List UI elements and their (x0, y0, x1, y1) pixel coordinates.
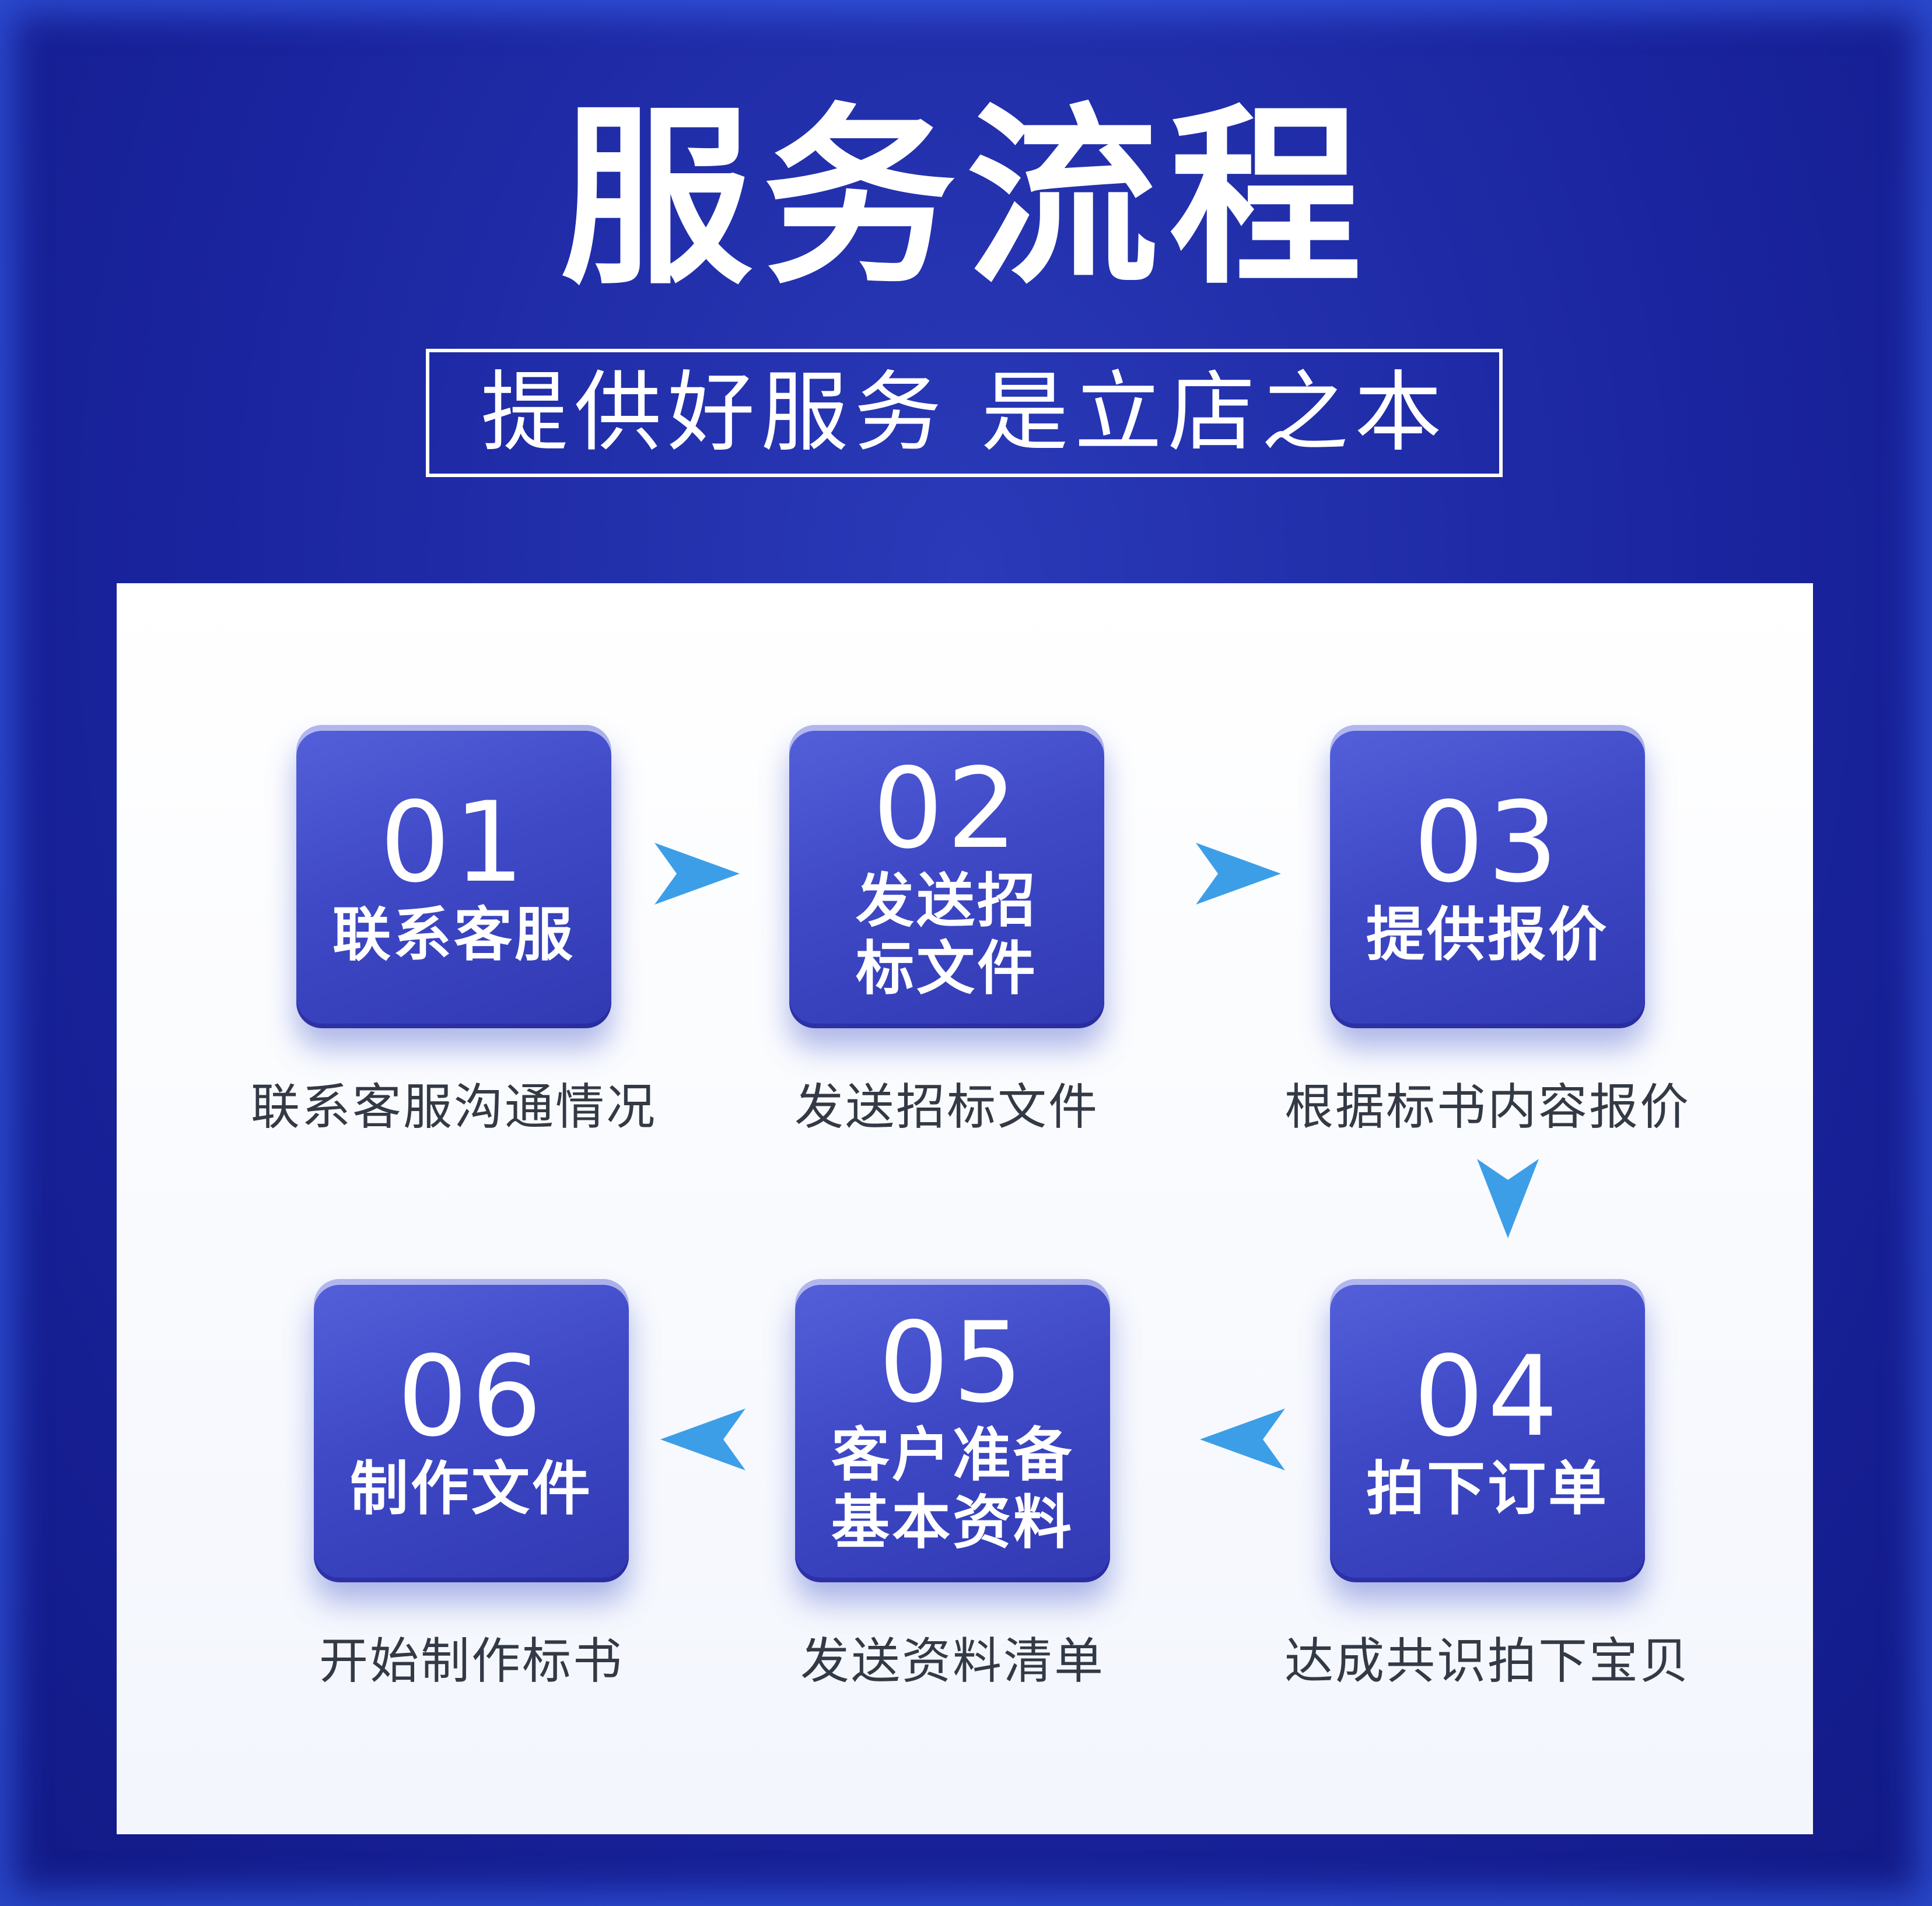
step-description: 发送资料清单 (800, 1632, 1105, 1690)
step-label: 提供报价 (1366, 901, 1609, 969)
step-description: 根据标书内容报价 (1284, 1078, 1690, 1136)
arrow-right-icon (1196, 843, 1281, 905)
page-title: 服务流程 (560, 86, 1372, 310)
process-panel: 01 联系客服 联系客服沟通情况 02 发送招 标文件 发送招标文件 03 提供… (117, 583, 1813, 1834)
step-number: 02 (873, 744, 1021, 873)
step-card-06: 06 制作文件 (314, 1279, 629, 1582)
step-label: 联系客服 (332, 901, 575, 969)
step-number: 05 (878, 1298, 1027, 1427)
arrow-right-icon (654, 843, 740, 905)
step-card-04: 04 拍下订单 (1330, 1279, 1645, 1582)
step-card-01: 01 联系客服 (296, 725, 611, 1028)
step-label: 发送招 标文件 (856, 867, 1038, 1003)
step-description: 达成共识拍下宝贝 (1284, 1632, 1690, 1690)
subtitle-box: 提供好服务 是立店之本 (426, 349, 1503, 477)
step-description: 开始制作标书 (318, 1632, 624, 1690)
step-number: 04 (1413, 1332, 1562, 1461)
step-description: 联系客服沟通情况 (250, 1078, 657, 1136)
step-card-03: 03 提供报价 (1330, 725, 1645, 1028)
step-number: 06 (397, 1332, 545, 1461)
step-card-02: 02 发送招 标文件 (789, 725, 1104, 1028)
step-label: 拍下订单 (1366, 1455, 1609, 1523)
arrow-down-icon (1477, 1159, 1539, 1238)
step-card-05: 05 客户准备 基本资料 (795, 1279, 1110, 1582)
step-label: 客户准备 基本资料 (831, 1421, 1074, 1557)
subtitle: 提供好服务 是立店之本 (481, 362, 1448, 464)
step-description: 发送招标文件 (794, 1078, 1099, 1136)
step-number: 03 (1413, 778, 1562, 907)
arrow-left-icon (1200, 1409, 1285, 1470)
step-number: 01 (380, 778, 528, 907)
arrow-left-icon (660, 1409, 746, 1470)
step-label: 制作文件 (350, 1455, 593, 1523)
